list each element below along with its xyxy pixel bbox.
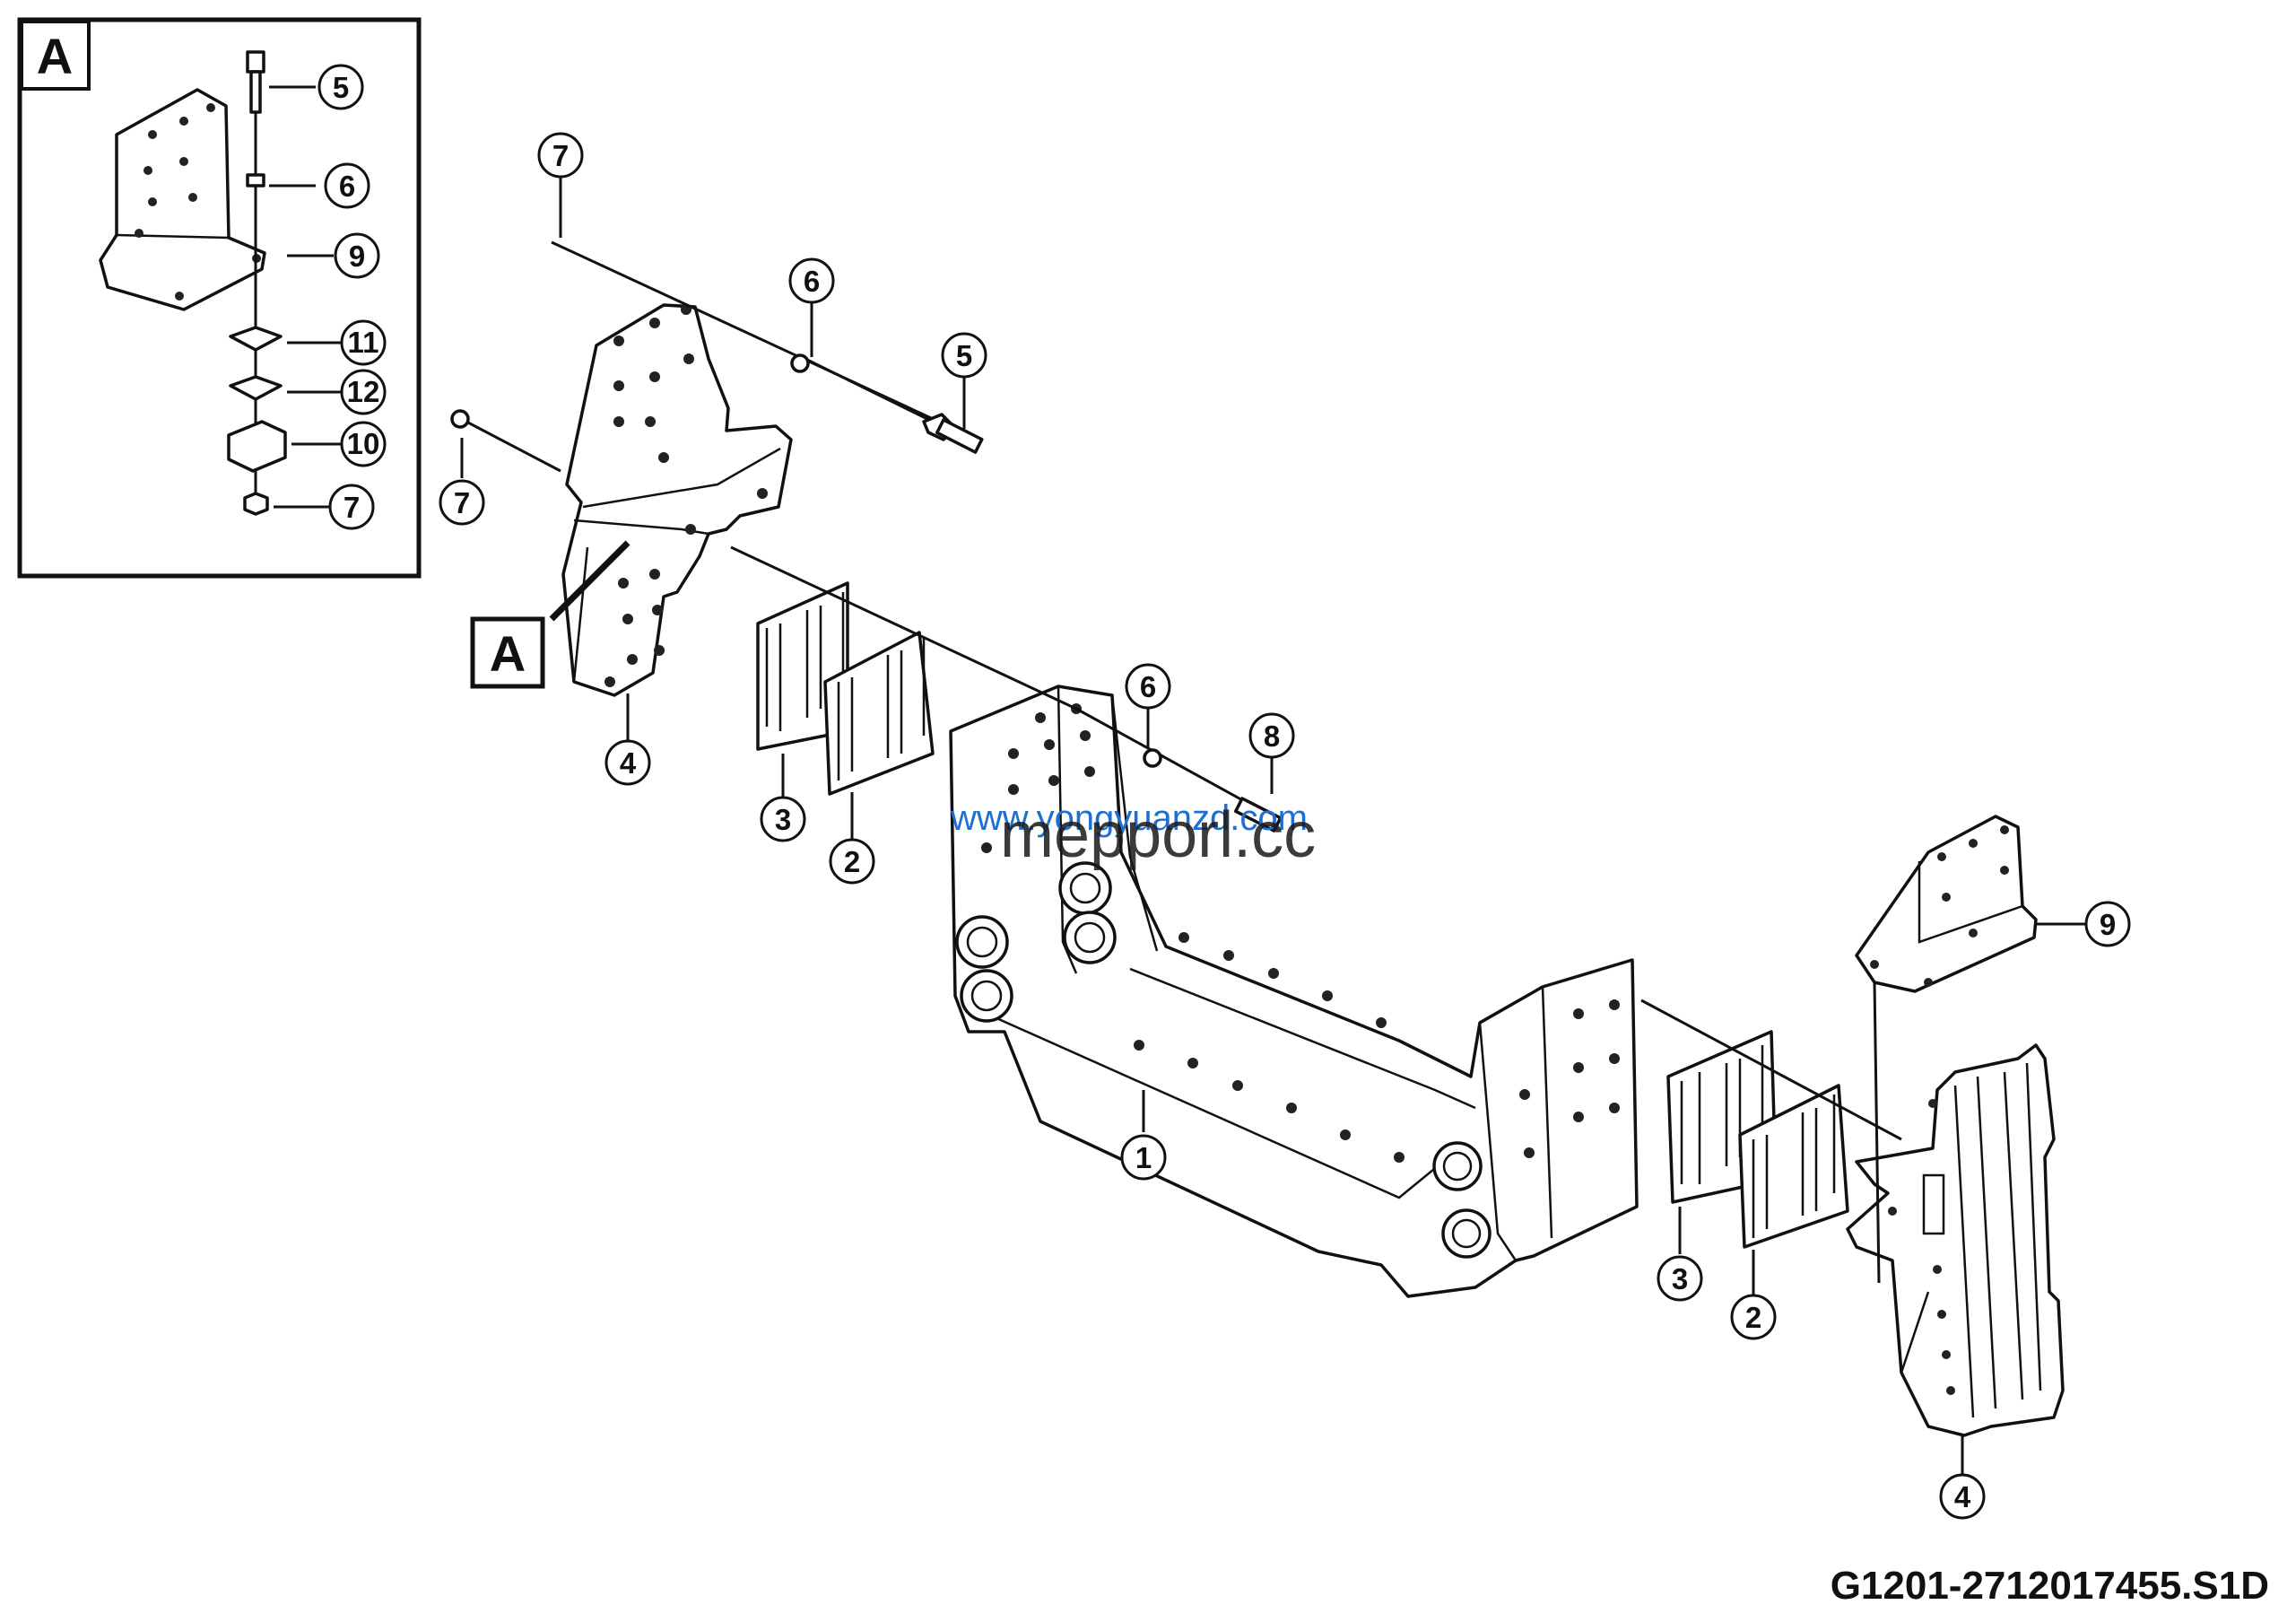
pointer-letter: A [490,625,526,682]
callout-5-top: 5 [956,339,972,372]
inset-callout-10: 10 [347,427,380,460]
watermark-brand: mepporl.cc [1000,799,1316,871]
left-shim-plates [756,581,935,796]
inset-callout-9: 9 [349,240,365,273]
callout-4-right: 4 [1954,1480,1971,1513]
callout-2-left: 2 [844,845,860,878]
inset-callout-5: 5 [333,71,349,104]
right-bracket [1855,815,2038,993]
right-mounting-plate [1846,1043,2065,1437]
watermark: www.yongyuanzd.com mepporl.cc [950,798,1316,871]
callout-6-top: 6 [804,265,820,298]
watermark-url: www.yongyuanzd.com [950,798,1308,838]
callout-8-mid: 8 [1264,719,1280,753]
left-mounting-plate [561,303,793,697]
main-cross-member-frame [949,685,1639,1298]
inset-callout-6: 6 [339,170,355,203]
callout-2-right: 2 [1745,1301,1761,1334]
inset-callout-11: 11 [348,326,379,359]
inset-bracket [99,88,266,311]
inset-callout-7: 7 [344,491,360,524]
callout-9-right: 9 [2100,908,2116,941]
figure-code: G1201-2712017455.S1D [1831,1564,2269,1608]
detail-inset-a: A [17,17,422,579]
callout-7-top: 7 [552,139,569,172]
callout-4-left: 4 [620,746,637,780]
callout-bubbles: 5 6 9 11 12 10 7 7 6 5 7 A 4 3 2 6 8 1 [317,64,2131,1520]
callout-6-mid: 6 [1140,670,1156,703]
assembly-axis-lines [450,240,1902,1284]
callout-3-right: 3 [1672,1262,1688,1295]
callout-1-frame: 1 [1135,1141,1152,1174]
right-shim-plates [1666,1030,1849,1249]
callout-7-left: 7 [454,486,470,519]
inset-callout-12: 12 [347,375,380,408]
inset-letter: A [37,28,73,84]
callout-3-left: 3 [775,803,791,836]
callout-leaders [460,178,2085,1474]
